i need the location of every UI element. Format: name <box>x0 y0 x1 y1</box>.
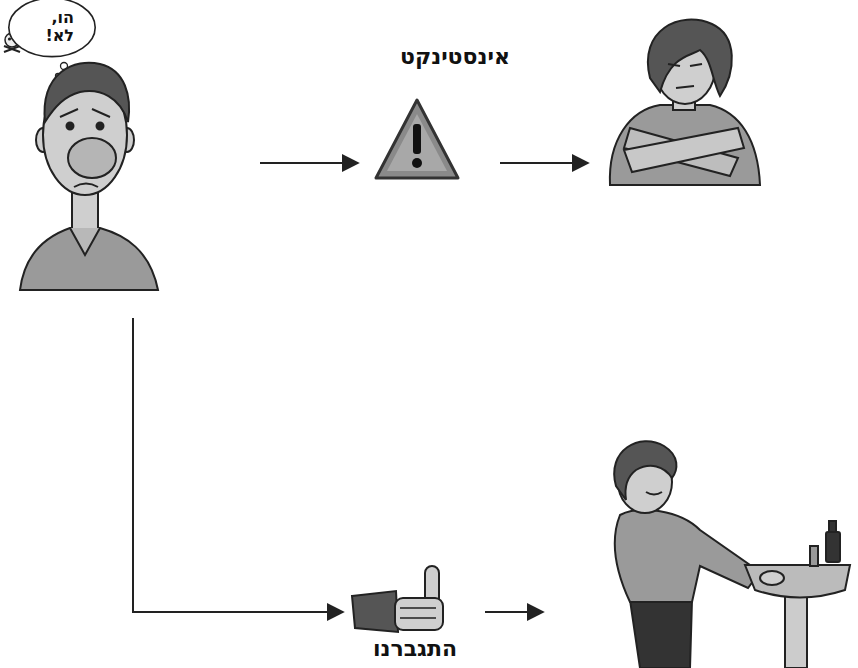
caption-label: אינסטינקט <box>400 44 510 70</box>
warning-triangle <box>376 100 458 178</box>
caption-label: התגברנו <box>373 636 457 662</box>
thought-text: הו, לא! <box>30 9 74 46</box>
worried-man <box>20 63 158 290</box>
arrow <box>485 611 543 613</box>
arrow <box>260 162 358 164</box>
arrow <box>133 318 343 612</box>
arrow <box>500 162 588 164</box>
bubble-outline <box>9 0 95 57</box>
annoyed-woman <box>610 20 760 185</box>
thought-bubble: הו, לא! <box>20 4 84 51</box>
woman-washing-hands <box>614 441 850 668</box>
thumbs-up <box>352 566 443 632</box>
